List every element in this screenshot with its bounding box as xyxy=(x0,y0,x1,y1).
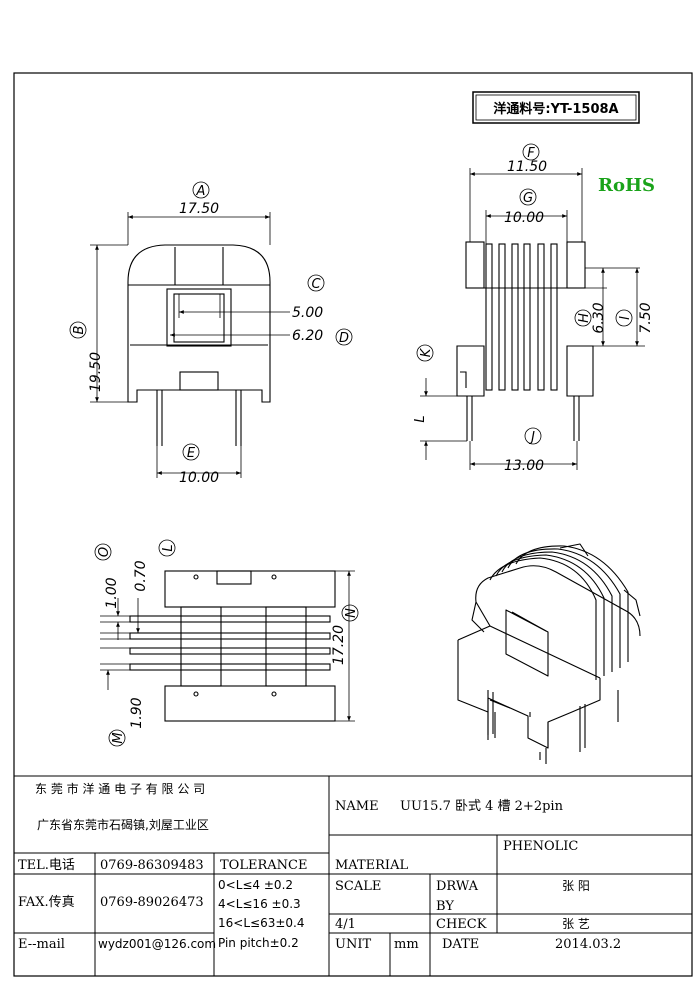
dim-value-a: 17.50 xyxy=(179,201,219,217)
tel-label: TEL.电话 xyxy=(18,858,75,873)
unit-value: mm xyxy=(394,937,419,952)
dim-value-j: 13.00 xyxy=(504,458,544,474)
dim-value-d: 6.20 xyxy=(292,328,323,344)
dim-label-l2: L xyxy=(161,544,176,551)
side-view xyxy=(456,241,594,441)
fax-value: 0769-89026473 xyxy=(100,895,204,910)
sheet-border xyxy=(13,72,693,977)
name-label: NAME xyxy=(335,799,379,814)
dim-value-g: 10.00 xyxy=(504,210,544,226)
dim-label-l: L xyxy=(413,415,428,422)
dim-value-c: 5.00 xyxy=(292,305,323,321)
unit-label: UNIT xyxy=(335,937,371,952)
scale-value: 4/1 xyxy=(335,917,356,932)
dim-value-e: 10.00 xyxy=(179,470,219,486)
dim-label-d: D xyxy=(339,331,349,346)
dim-value-i: 7.50 xyxy=(638,302,654,333)
dim-label-m: M xyxy=(111,732,126,743)
dim-value-n: 17.20 xyxy=(331,625,347,665)
tolerance-label: TOLERANCE xyxy=(220,858,307,873)
tel-value: 0769-86309483 xyxy=(100,858,204,873)
dim-label-h: H xyxy=(577,313,592,323)
dim-value-m: 1.90 xyxy=(129,697,145,728)
material-value: PHENOLIC xyxy=(503,839,578,854)
rohs-mark: RoHS xyxy=(598,175,655,196)
company-name: 东 莞 市 洋 通 电 子 有 限 公 司 xyxy=(35,781,205,796)
dim-value-h: 6.30 xyxy=(591,302,607,333)
drawn-by-value: 张 阳 xyxy=(562,879,590,893)
side-view-labels: F 11.50 G 10.00 H 6.30 I 7.50 K L J 13.0… xyxy=(413,143,654,474)
dim-label-n: N xyxy=(344,608,359,618)
date-label: DATE xyxy=(442,937,479,952)
front-view xyxy=(127,244,271,446)
dim-label-j: J xyxy=(528,430,535,445)
tolerance-row-2: 4<L≤16 ±0.3 xyxy=(218,897,301,911)
dim-value-b: 19.50 xyxy=(88,352,104,392)
dim-label-b: B xyxy=(72,325,87,334)
part-number-box: 洋通料号:YT-1508A xyxy=(472,91,640,124)
front-view-dimensions xyxy=(90,212,290,478)
top-view xyxy=(129,570,336,722)
side-view-dimensions xyxy=(420,168,645,470)
email-label: E--mail xyxy=(18,937,65,952)
dim-label-i: I xyxy=(618,316,633,320)
part-number-text: 洋通料号:YT-1508A xyxy=(493,101,618,117)
dim-label-c: C xyxy=(311,277,321,292)
title-block-text: 东 莞 市 洋 通 电 子 有 限 公 司 广东省东莞市石碣镇,刘屋工业区 NA… xyxy=(18,781,621,952)
dim-value-f: 11.50 xyxy=(507,159,547,175)
top-view-labels: O 1.00 0.70 L N 17.20 M 1.90 xyxy=(94,539,359,747)
tolerance-row-4: Pin pitch±0.2 xyxy=(218,936,299,950)
dim-value-o: 1.00 xyxy=(104,577,120,608)
company-address: 广东省东莞市石碣镇,刘屋工业区 xyxy=(37,817,209,832)
top-view-dimensions xyxy=(100,570,355,722)
isometric-view xyxy=(457,543,641,764)
date-value: 2014.03.2 xyxy=(555,937,621,952)
email-value: wydz001@126.com xyxy=(98,937,216,951)
dim-value-l2: 0.70 xyxy=(133,560,149,591)
front-view-labels: A 17.50 B 19.50 C 5.00 6.20 D E 10.00 xyxy=(69,181,353,486)
scale-label: SCALE xyxy=(335,879,381,894)
check-value: 张 艺 xyxy=(562,917,590,931)
drawn-by-label-1: DRWA xyxy=(436,879,479,894)
dim-label-f: F xyxy=(527,146,535,161)
dim-label-g: G xyxy=(523,191,533,206)
dim-label-a: A xyxy=(196,184,206,199)
dim-label-e: E xyxy=(187,446,196,461)
name-value: UU15.7 卧式 4 槽 2+2pin xyxy=(400,799,564,814)
fax-label: FAX.传真 xyxy=(18,895,75,910)
tolerance-row-1: 0<L≤4 ±0.2 xyxy=(218,878,293,892)
drawn-by-label-2: BY xyxy=(436,899,454,914)
check-label: CHECK xyxy=(436,917,487,932)
dim-label-o: O xyxy=(97,547,112,557)
material-label: MATERIAL xyxy=(335,858,408,873)
dim-label-k: K xyxy=(419,347,434,357)
tolerance-row-3: 16<L≤63±0.4 xyxy=(218,916,304,930)
title-block xyxy=(14,775,692,976)
